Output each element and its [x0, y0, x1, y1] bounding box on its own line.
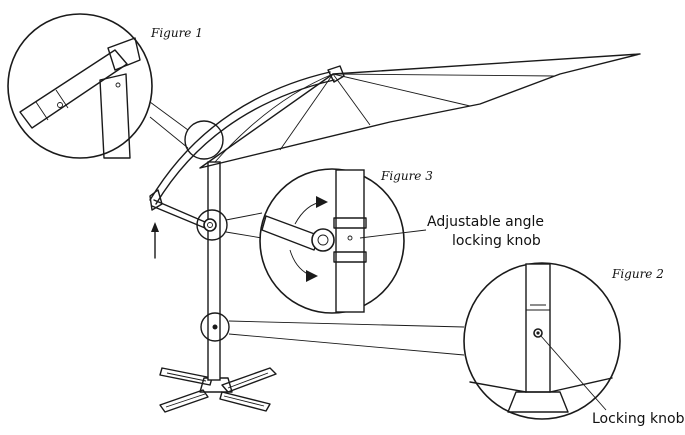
adjustable-knob-label-line1: Adjustable angle: [427, 214, 545, 230]
adjustable-knob-leader: [359, 229, 427, 239]
figure1-caption: Figure 1: [151, 26, 203, 40]
callout-circle-figure2: [200, 312, 230, 342]
curved-arm: [149, 65, 345, 205]
crank-handle: [149, 189, 217, 232]
locking-knob-label: Locking knob: [592, 411, 685, 427]
figure2-detail: [463, 262, 621, 420]
callout-circle-figure3: [196, 209, 228, 241]
callout-circle-figure1: [184, 120, 224, 160]
adjustable-knob-label-line2: locking knob: [452, 233, 541, 249]
lift-arrow-icon: [151, 222, 159, 259]
locking-knob-leader: [540, 335, 607, 411]
figure3-caption: Figure 3: [381, 169, 433, 183]
figure3-detail: [259, 168, 405, 314]
figure1-detail: [7, 13, 153, 159]
main-pole: [207, 161, 221, 381]
leader-lines: [149, 101, 465, 356]
figure2-caption: Figure 2: [612, 267, 664, 281]
canopy: [199, 53, 641, 169]
